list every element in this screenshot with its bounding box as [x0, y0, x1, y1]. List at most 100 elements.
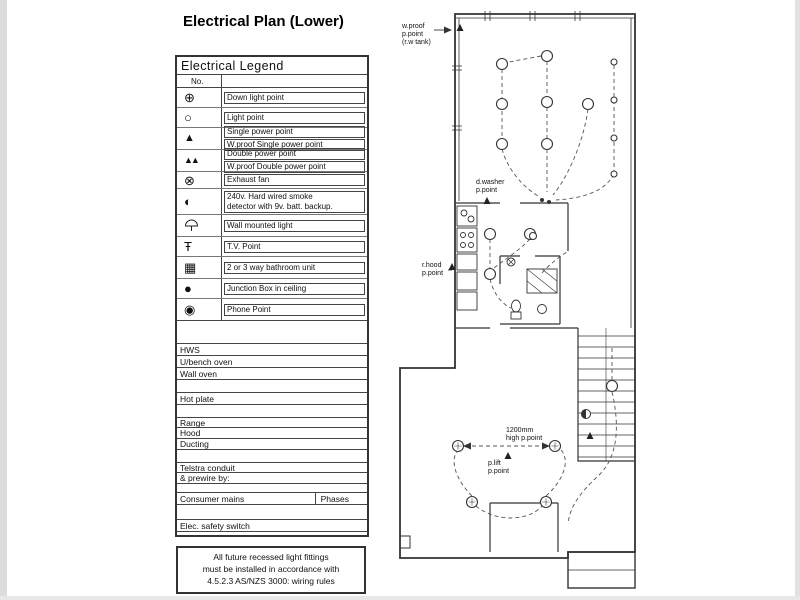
legend-label: Exhaust fan: [224, 174, 365, 186]
note-line: All future recessed light fittings: [213, 552, 329, 562]
legend-label-cell: Double power point W.proof Double power …: [222, 148, 367, 173]
junction-box-icon: ●: [177, 279, 222, 298]
legend-row-exhaust: ⊗ Exhaust fan: [177, 172, 367, 189]
legend-label: 240v. Hard wired smoke detector with 9v.…: [224, 190, 365, 213]
legend-label: Wall mounted light: [224, 219, 365, 232]
tv-point-icon: Ŧ: [177, 237, 222, 256]
light-point-icon: ○: [177, 108, 222, 127]
note-line: 4.5.2.3 AS/NZS 3000: wiring rules: [207, 575, 335, 586]
legend-row-hood: Hood: [177, 428, 367, 439]
wiring-rules-note: All future recessed light fittings must …: [176, 546, 366, 594]
page-title: Electrical Plan (Lower): [183, 13, 344, 30]
down-light-icon: ⊕: [177, 88, 222, 107]
legend-header: Electrical Legend: [177, 57, 367, 75]
legend-row-single-power: ▲ Single power point W.proof Single powe…: [177, 126, 367, 151]
electrical-legend: Electrical Legend No. ⊕ Down light point…: [175, 55, 369, 537]
downlight-cross-marks: [454, 442, 559, 506]
legend-label-cell: 240v. Hard wired smoke detector with 9v.…: [222, 189, 367, 214]
window-marks: [452, 11, 581, 131]
legend-label-cell: Junction Box in ceiling: [222, 279, 367, 298]
plan-annotation: high p.point: [506, 435, 542, 442]
legend-row-safety-switch: Elec. safety switch: [177, 519, 367, 532]
legend-fill-label: HWS: [180, 344, 200, 355]
legend-label-line: 240v. Hard wired smoke: [227, 191, 313, 201]
kitchen-fixtures: [456, 205, 478, 311]
legend-row-bathroom-unit: ▦ 2 or 3 way bathroom unit: [177, 257, 367, 279]
legend-spacer: [177, 532, 367, 535]
legend-label: Down light point: [224, 91, 365, 104]
legend-fill-label: Wall oven: [180, 368, 218, 379]
plan-annotation: p.point: [476, 187, 497, 194]
legend-row-wall-light: Wall mounted light: [177, 215, 367, 237]
power-point-symbols: [448, 24, 594, 459]
legend-label: T.V. Point: [224, 240, 365, 253]
plan-annotation: r.hood: [422, 262, 442, 269]
legend-row-ducting: Ducting: [177, 439, 367, 450]
floor-plan: w.proof p.point (r.w tank) d.washer p.po…: [399, 11, 636, 589]
legend-row-ubench-oven: U/bench oven: [177, 356, 367, 368]
legend-label-cell: 2 or 3 way bathroom unit: [222, 257, 367, 278]
legend-spacer: [177, 450, 367, 462]
plan-annotation: (r.w tank): [402, 39, 431, 46]
plan-annotation: p.lift: [488, 460, 501, 467]
legend-label-cell: Exhaust fan: [222, 172, 367, 188]
legend-fill-label: Consumer mains: [180, 493, 245, 504]
light-points: [451, 49, 619, 509]
wall-light-glyph: [184, 219, 199, 231]
legend-row-hot-plate: Hot plate: [177, 392, 367, 405]
legend-spacer: [177, 380, 367, 392]
exhaust-fan-icon: ⊗: [177, 172, 222, 188]
phone-point-icon: ◉: [177, 299, 222, 320]
legend-label-cell: Light point: [222, 108, 367, 127]
legend-label: 2 or 3 way bathroom unit: [224, 261, 365, 274]
legend-fill-label: Hot plate: [180, 393, 215, 404]
legend-fill-label: & prewire by:: [180, 473, 230, 483]
legend-label: Junction Box in ceiling: [224, 282, 365, 295]
plan-annotation: p.point: [402, 31, 423, 38]
note-line: must be installed in accordance with: [202, 563, 340, 574]
legend-row-wall-oven: Wall oven: [177, 368, 367, 380]
plan-exterior-walls: [399, 13, 636, 559]
double-power-icon: ▲▲: [177, 150, 222, 171]
plan-annotation: w.proof: [401, 23, 425, 30]
legend-fill-label: Range: [180, 417, 206, 428]
plan-annotation: p.point: [488, 468, 509, 475]
smoke-detector-symbol: [581, 409, 591, 419]
legend-row-smoke: ◐ 240v. Hard wired smoke detector with 9…: [177, 189, 367, 215]
legend-row-downlight: ⊕ Down light point: [177, 88, 367, 108]
legend-no-label: No.: [177, 75, 222, 87]
legend-row-consumer-mains: Consumer mains Phases: [177, 492, 367, 505]
legend-fill-label: U/bench oven: [180, 356, 233, 367]
legend-row-telstra: Telstra conduit: [177, 462, 367, 473]
switch-junction-dots: [540, 198, 551, 204]
legend-spacer: [177, 405, 367, 417]
legend-fill-label: Elec. safety switch: [180, 520, 250, 531]
legend-row-double-power: ▲▲ Double power point W.proof Double pow…: [177, 148, 367, 173]
plan-annotation: 1200mm: [506, 427, 533, 434]
scan-edge-bottom: [0, 596, 800, 600]
legend-label: Single power point: [224, 126, 365, 138]
scan-edge-left: [0, 0, 7, 600]
legend-row-range: Range: [177, 417, 367, 428]
legend-row-hws: HWS: [177, 343, 367, 356]
scan-edge-right: [795, 0, 800, 600]
legend-no-row: No.: [177, 75, 367, 88]
smoke-detector-icon: ◐: [177, 189, 222, 214]
legend-label: Phone Point: [224, 303, 365, 316]
legend-fill-label: Ducting: [180, 439, 209, 449]
legend-label: Double power point: [224, 148, 365, 160]
legend-fill-label: Hood: [180, 428, 201, 438]
bathroom-unit-icon: ▦: [177, 257, 222, 278]
arrows: [444, 26, 550, 450]
legend-label-cell: T.V. Point: [222, 237, 367, 256]
legend-row-lightpoint: ○ Light point: [177, 108, 367, 128]
stairs: [578, 328, 635, 461]
legend-fill-label: Telstra conduit: [180, 462, 235, 473]
legend-phases-label: Phases: [314, 493, 367, 504]
legend-row-prewire: & prewire by:: [177, 473, 367, 484]
bathroom-fixtures: [506, 257, 558, 320]
legend-row-phone: ◉ Phone Point: [177, 299, 367, 321]
wall-mounted-light-icon: [177, 215, 222, 236]
legend-label-line: detector with 9v. batt. backup.: [227, 201, 333, 211]
legend-label-cell: Wall mounted light: [222, 215, 367, 236]
